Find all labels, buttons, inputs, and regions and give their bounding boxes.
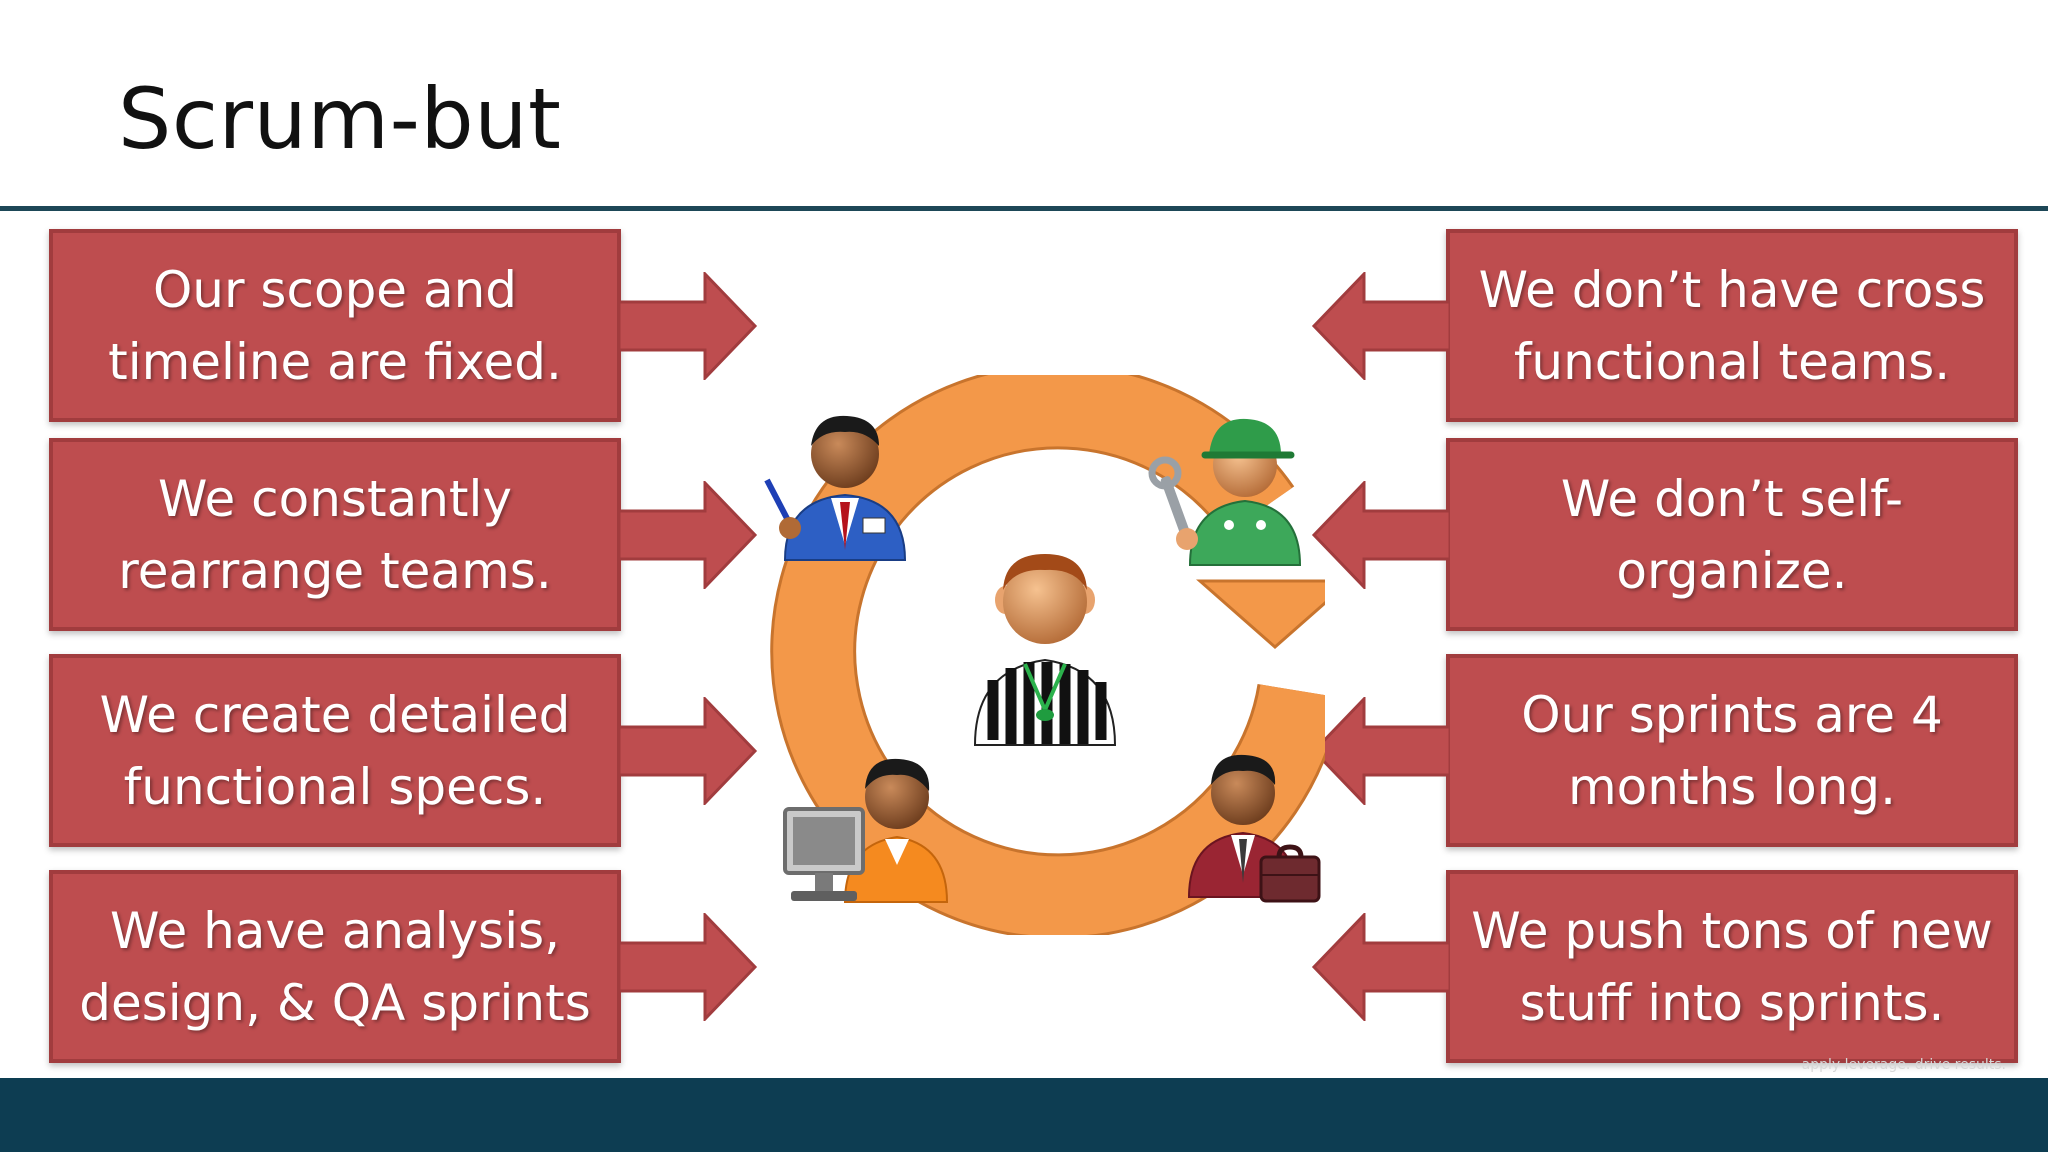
arrow-right-icon [619, 272, 758, 380]
card-rearrange-teams: We constantly rearrange teams. [49, 438, 621, 631]
card-text: We push tons of new stuff into sprints. [1471, 901, 1993, 1032]
card-scope-timeline: Our scope and timeline are fixed. [49, 229, 621, 422]
card-text: We create detailed functional specs. [99, 685, 571, 816]
card-text: Our sprints are 4 months long. [1521, 685, 1943, 816]
card-functional-specs: We create detailed functional specs. [49, 654, 621, 847]
card-text: We don’t have cross functional teams. [1478, 260, 1986, 391]
arrow-left-icon [1311, 481, 1450, 589]
arrow-left-icon [1311, 272, 1450, 380]
card-cross-functional: We don’t have cross functional teams. [1446, 229, 2018, 422]
arrow-right-icon [619, 697, 758, 805]
mechanic-person-icon [1148, 418, 1302, 566]
footer-bar [0, 1078, 2048, 1152]
circular-arrow-icon [770, 375, 1325, 935]
arrow-left-icon [1311, 697, 1450, 805]
computer-user-icon [783, 758, 949, 903]
watermark-text: apply leverage. drive results. [1801, 1057, 2006, 1073]
card-text: We constantly rearrange teams. [118, 469, 552, 600]
header-rule [0, 206, 2048, 211]
businessman-briefcase-icon [1187, 754, 1321, 903]
card-push-stuff: We push tons of new stuff into sprints. [1446, 870, 2018, 1063]
card-self-organize: We don’t self- organize. [1446, 438, 2018, 631]
arrow-left-icon [1311, 913, 1450, 1021]
scrum-cycle-diagram [764, 375, 1325, 935]
office-worker-icon [764, 415, 907, 561]
slide-title: Scrum-but [118, 70, 562, 168]
card-sprint-length: Our sprints are 4 months long. [1446, 654, 2018, 847]
arrow-right-icon [619, 913, 758, 1021]
card-text: We don’t self- organize. [1560, 469, 1904, 600]
card-text: We have analysis, design, & QA sprints [79, 901, 591, 1032]
arrow-right-icon [619, 481, 758, 589]
card-qa-sprints: We have analysis, design, & QA sprints [49, 870, 621, 1063]
card-text: Our scope and timeline are fixed. [108, 260, 562, 391]
referee-person-icon [973, 554, 1117, 746]
